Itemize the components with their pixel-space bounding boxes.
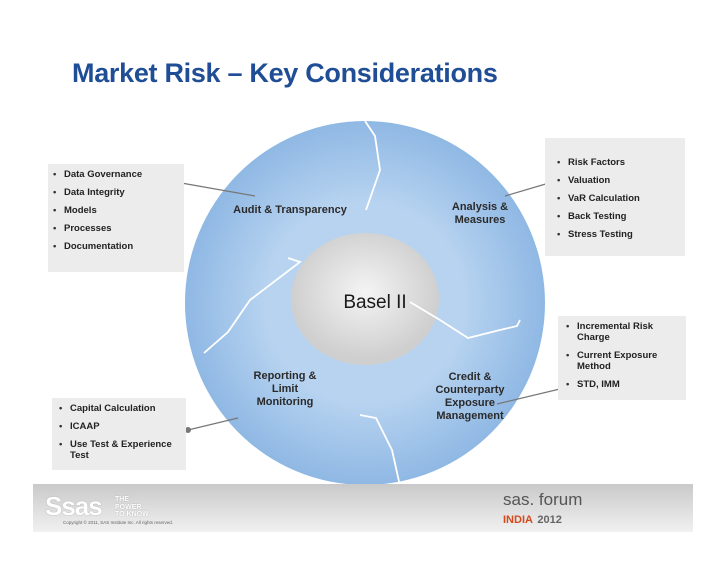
connector-reporting (187, 417, 239, 431)
footer-bar: Ssas THE POWER TO KNOW. Copyright © 2011… (33, 484, 693, 532)
segment-credit-label: Credit & Counterparty Exposure Managemen… (435, 371, 505, 422)
list-item: Data Governance (53, 169, 184, 180)
list-item: Documentation (53, 241, 184, 252)
list-item: Use Test & Experience Test (59, 439, 182, 461)
list-item: VaR Calculation (557, 193, 685, 204)
list-item: STD, IMM (566, 379, 680, 390)
list-item: Current Exposure Method (566, 350, 680, 372)
arrow-left (203, 257, 302, 354)
list-item: Valuation (557, 175, 685, 186)
segment-reporting-label: Reporting & Limit Monitoring (253, 370, 317, 408)
list-item: Stress Testing (557, 229, 685, 240)
list-item: Capital Calculation (59, 403, 182, 414)
connector-audit (169, 180, 256, 197)
list-item: Incremental Risk Charge (566, 321, 680, 343)
segment-analysis-label: Analysis & Measures (451, 201, 509, 226)
tagline: THE POWER TO KNOW. (115, 496, 151, 518)
center-label: Basel II (343, 292, 407, 313)
arrow-right (409, 301, 521, 339)
copyright-text: Copyright © 2011, SAS Institute Inc. All… (63, 520, 174, 525)
list-item: Risk Factors (557, 157, 685, 168)
sas-forum-logo: sas. forum INDIA 2012 (503, 490, 583, 526)
center-core (291, 233, 439, 365)
list-item: Data Integrity (53, 187, 184, 198)
list-item: ICAAP (59, 421, 182, 432)
connector-analysis (504, 182, 550, 197)
segment-audit-label: Audit & Transparency (233, 204, 347, 216)
list-item: Models (53, 205, 184, 216)
reporting-box: Capital Calculation ICAAP Use Test & Exp… (52, 398, 186, 470)
connector-dot-reporting (185, 427, 191, 433)
connector-credit (496, 387, 565, 405)
sas-logo: Ssas (45, 491, 103, 521)
analysis-box: Risk Factors Valuation VaR Calculation B… (545, 138, 685, 256)
list-item: Back Testing (557, 211, 685, 222)
audit-box: Data Governance Data Integrity Models Pr… (48, 164, 184, 272)
credit-box: Incremental Risk Charge Current Exposure… (558, 316, 686, 400)
slide-title: Market Risk – Key Considerations (72, 58, 498, 88)
arrow-top (364, 120, 381, 211)
arrow-bottom (359, 414, 401, 487)
list-item: Processes (53, 223, 184, 234)
